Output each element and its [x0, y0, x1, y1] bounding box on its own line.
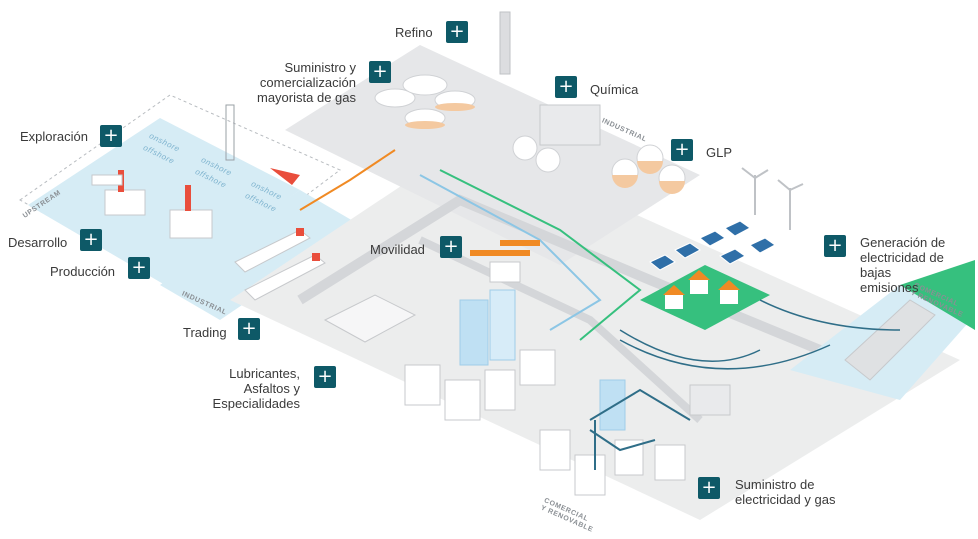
label-lubricantes: Lubricantes, Asfaltos y Especialidades	[212, 366, 300, 411]
pumpjack	[270, 168, 300, 185]
label-desarrollo: Desarrollo	[8, 235, 68, 250]
label-exploracion: Exploración	[20, 129, 88, 144]
label-movilidad: Movilidad	[370, 242, 425, 257]
offshore-platforms	[91, 170, 213, 239]
trading-plus-button[interactable]: +	[238, 318, 260, 340]
label-glp: GLP	[706, 145, 733, 160]
city-buildings	[404, 289, 686, 496]
produccion-plus-button[interactable]: +	[128, 257, 150, 279]
pipeline-orange	[299, 149, 396, 211]
warehouse	[323, 294, 417, 343]
refinery-tower	[499, 11, 511, 75]
label-generacion: Generación de electricidad de bajas emis…	[860, 235, 946, 295]
desarrollo-plus-button[interactable]: +	[80, 229, 102, 251]
label-suministro-electricidad: Suministro de electricidad y gas	[735, 477, 836, 507]
chemical-plant	[512, 104, 601, 173]
label-trading: Trading	[183, 325, 227, 340]
label-refino: Refino	[395, 25, 433, 40]
wind-turbines	[741, 167, 804, 230]
label-suministro-gas: Suministro y comercialización mayorista …	[257, 60, 356, 105]
label-quimica: Química	[590, 82, 639, 97]
green-hill	[900, 260, 975, 330]
pipeline-blue	[419, 174, 602, 331]
tanker-ships	[234, 228, 326, 301]
pipeline-green	[439, 169, 642, 341]
secondary-road	[418, 236, 703, 423]
generacion-plus-button[interactable]: +	[824, 235, 846, 257]
solar-panels	[649, 220, 776, 271]
drilling-rig	[225, 104, 235, 161]
exploracion-plus-button[interactable]: +	[100, 125, 122, 147]
houses	[663, 270, 740, 309]
lubricantes-plus-button[interactable]: +	[314, 366, 336, 388]
service-station	[470, 240, 540, 283]
hydro-dam	[844, 299, 936, 381]
refinery-tanks	[374, 74, 476, 129]
refino-plus-button[interactable]: +	[446, 21, 468, 43]
suministro-gas-plus-button[interactable]: +	[369, 61, 391, 83]
movilidad-plus-button[interactable]: +	[440, 236, 462, 258]
main-road	[297, 194, 822, 355]
grid-lines	[589, 388, 691, 470]
quimica-plus-button[interactable]: +	[555, 76, 577, 98]
suministro-electricidad-plus-button[interactable]: +	[698, 477, 720, 499]
glp-spheres	[611, 144, 686, 194]
label-produccion: Producción	[50, 264, 116, 279]
power-plant	[689, 384, 731, 416]
green-neighborhood	[640, 265, 770, 330]
glp-plus-button[interactable]: +	[671, 139, 693, 161]
transmission-lines	[619, 299, 901, 370]
